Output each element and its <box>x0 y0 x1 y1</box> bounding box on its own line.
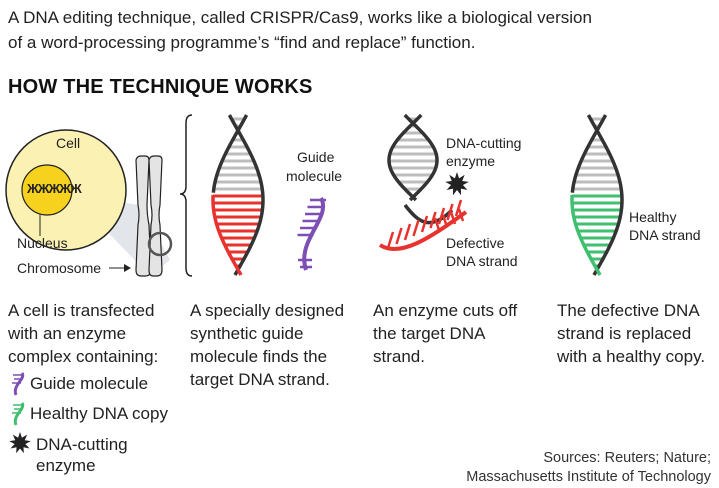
defective-label-line1: Defective <box>446 235 505 251</box>
step1-caption-line: with an enzyme <box>8 324 127 343</box>
cell-label: Cell <box>56 135 80 151</box>
legend-healthy-text: Healthy DNA copy <box>30 404 168 423</box>
step4-caption-line: The defective DNA <box>557 301 700 320</box>
dna-backbone <box>403 113 439 202</box>
step4-dna-helix <box>570 114 624 276</box>
nucleus-label: Nucleus <box>17 235 68 251</box>
step4-caption-line: strand is replaced <box>557 324 692 343</box>
dna-cutting-enzyme-icon <box>445 172 469 196</box>
step2-guide-molecule <box>297 197 326 271</box>
diagram-illustration: ЖЖЖЖЖ Cell Nucleus Chromosome Guide mole… <box>5 113 701 277</box>
chromosome <box>135 155 163 277</box>
chromosome-label: Chromosome <box>17 260 101 276</box>
step3-caption-line: An enzyme cuts off <box>373 301 518 320</box>
step1-caption-line: complex containing: <box>8 347 159 366</box>
dna-backbone <box>586 114 624 276</box>
step3-caption-line: the target DNA <box>373 324 486 343</box>
cutting-label-line1: DNA-cutting <box>446 135 521 151</box>
defective-label-line2: DNA strand <box>446 253 518 269</box>
zoom-brace <box>179 114 193 277</box>
nucleus-dna-marks: ЖЖЖЖЖ <box>26 181 82 196</box>
star-burst-icon <box>9 432 31 454</box>
step2-caption-line: A specially designed <box>190 301 345 320</box>
chromosome-arrowhead <box>124 264 131 272</box>
step3-defective-strand <box>378 199 468 251</box>
sources: Sources: Reuters; Nature; Massachusetts … <box>466 449 711 487</box>
intro-line-1: A DNA editing technique, called CRISPR/C… <box>8 8 592 27</box>
step2-caption: A specially designed synthetic guide mol… <box>190 299 344 391</box>
guide-label-line1: Guide <box>297 149 335 165</box>
purple-helix-icon <box>12 372 25 396</box>
section-heading: HOW THE TECHNIQUE WORKS <box>8 76 313 98</box>
step4-caption: The defective DNA strand is replaced wit… <box>557 299 705 368</box>
intro-line-2: of a word-processing programme’s “find a… <box>8 33 476 52</box>
healthy-label-line2: DNA strand <box>629 227 701 243</box>
intro-text: A DNA editing technique, called CRISPR/C… <box>8 5 708 55</box>
step1-caption-line: A cell is transfected <box>8 301 155 320</box>
green-helix-icon <box>12 402 25 426</box>
step2-caption-line: synthetic guide <box>190 324 304 343</box>
step2-dna-helix <box>211 114 265 276</box>
step1-illustration: ЖЖЖЖЖ Cell Nucleus Chromosome <box>5 129 173 277</box>
legend-cutting-line1: DNA-cutting <box>36 435 128 454</box>
nucleus-circle <box>21 164 73 216</box>
step3-caption-line: strand. <box>373 347 425 366</box>
step1-caption: A cell is transfected with an enzyme com… <box>8 299 158 368</box>
guide-label-line2: molecule <box>286 168 342 184</box>
sources-line2: Massachusetts Institute of Technology <box>466 469 711 485</box>
step3-caption: An enzyme cuts off the target DNA strand… <box>373 299 517 368</box>
dna-backbone <box>227 114 265 276</box>
cutting-label-line2: enzyme <box>446 153 495 169</box>
chromosome-zoom-ring <box>147 231 173 257</box>
step2-caption-line: target DNA strand. <box>190 370 330 389</box>
healthy-label-line1: Healthy <box>629 209 676 225</box>
legend-cutting-text: DNA-cutting enzyme <box>36 434 128 476</box>
legend-guide-text: Guide molecule <box>30 374 149 393</box>
legend-cutting-line2: enzyme <box>36 456 96 475</box>
sources-line1: Sources: Reuters; Nature; <box>543 450 711 466</box>
step2-caption-line: molecule finds the <box>190 347 328 366</box>
step4-caption-line: with a healthy copy. <box>557 347 706 366</box>
step3-dna-helix <box>387 113 439 202</box>
